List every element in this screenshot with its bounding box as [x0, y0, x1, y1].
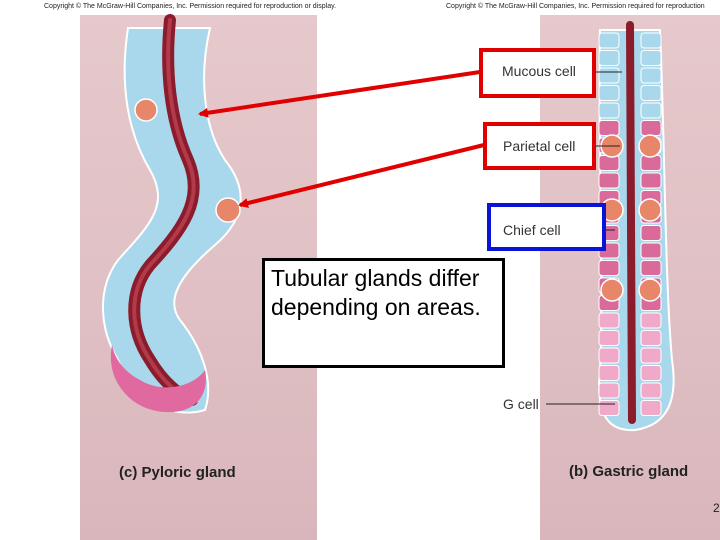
gastric-cell — [640, 50, 662, 66]
pyloric-base — [110, 345, 206, 413]
gastric-cell — [640, 312, 662, 329]
gastric-cell — [640, 85, 662, 101]
pyloric-lumen-highlight — [132, 18, 196, 402]
gastric-cell — [640, 400, 662, 416]
gastric-cell — [640, 155, 662, 171]
gastric-gland-caption: (b) Gastric gland — [569, 463, 689, 480]
gastric-cell — [640, 242, 662, 259]
gastric-cell — [598, 312, 620, 329]
gastric-gland — [598, 21, 675, 432]
gastric-parietal-cell — [638, 134, 662, 158]
gastric-cell — [598, 330, 620, 346]
pyloric-gland-caption: (c) Pyloric gland — [119, 464, 236, 481]
gastric-cell — [598, 32, 620, 49]
mucous-cell-highlight-box — [479, 48, 596, 98]
gastric-cell — [598, 102, 620, 119]
page-number: 2 — [713, 501, 720, 515]
copyright-left: Copyright © The McGraw-Hill Companies, I… — [44, 3, 337, 10]
gastric-lumen — [626, 21, 636, 424]
g-cell-label: G cell — [503, 396, 539, 412]
gastric-cell — [598, 347, 620, 364]
gastric-cell — [598, 67, 620, 84]
parietal-cell-label: Parietal cell — [503, 138, 576, 154]
gastric-cell — [640, 365, 662, 381]
gastric-parietal-cell — [638, 198, 662, 222]
gastric-cell — [640, 120, 662, 136]
gastric-cell — [640, 260, 662, 276]
gastric-cell — [598, 155, 620, 171]
gastric-cell — [640, 102, 662, 119]
gastric-cell — [598, 365, 620, 381]
gastric-cell — [640, 347, 662, 364]
gastric-cell — [640, 330, 662, 346]
mucous-cell-label: Mucous cell — [502, 63, 576, 79]
copyright-right: Copyright © The McGraw-Hill Companies, I… — [446, 3, 705, 10]
gastric-cell — [640, 382, 662, 399]
note-text: Tubular glands differ depending on areas… — [271, 265, 481, 320]
gastric-cell — [598, 382, 620, 399]
gastric-cell — [598, 172, 620, 189]
note-box: Tubular glands differ depending on areas… — [262, 258, 505, 368]
chief-cell-label: Chief cell — [503, 222, 561, 238]
gastric-parietal-cell — [638, 278, 662, 302]
gastric-cell — [598, 50, 620, 66]
gastric-cell — [640, 225, 662, 241]
pyloric-parietal-cell-2 — [215, 197, 241, 223]
arrow-to-pyloric-upper — [198, 70, 481, 118]
arrow-to-pyloric-lower — [238, 143, 485, 208]
chief-cell-highlight-box — [487, 203, 606, 251]
gastric-cell — [598, 85, 620, 101]
gastric-cell — [640, 172, 662, 189]
gastric-cell — [598, 120, 620, 136]
parietal-cell-highlight-box — [483, 122, 596, 170]
pyloric-gland — [101, 14, 242, 414]
gastric-parietal-cell — [600, 278, 624, 302]
gastric-cell — [640, 32, 662, 49]
gastric-cell — [598, 260, 620, 276]
gastric-cell — [598, 400, 620, 416]
pyloric-parietal-cell-1 — [134, 98, 158, 122]
gastric-cell — [640, 67, 662, 84]
